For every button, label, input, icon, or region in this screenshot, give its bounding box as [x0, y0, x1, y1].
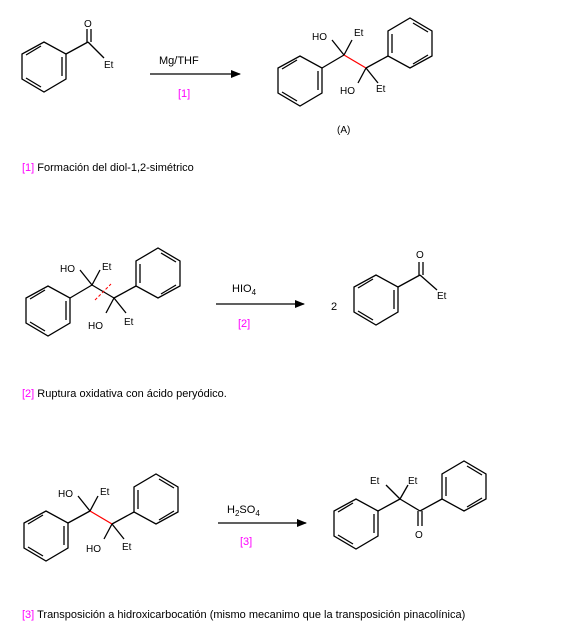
propiophenone-2: O Et	[353, 250, 447, 326]
benzene-ring	[21, 41, 67, 93]
ethyl-label: Et	[122, 542, 132, 553]
benzene-ring	[25, 285, 71, 337]
reaction-arrow-1: Mg/THF [1]	[150, 55, 241, 100]
caption-text: Transposición a hidroxicarbocatión (mism…	[34, 609, 466, 621]
carbonyl-oxygen-label: O	[416, 250, 424, 261]
benzene-ring	[387, 17, 433, 69]
hydroxyl-label: HO	[340, 86, 355, 97]
benzene-ring	[277, 55, 323, 107]
step-number-3: [3]	[240, 536, 252, 548]
benzene-ring	[135, 247, 181, 299]
diol-reactant-2: HO Et HO Et	[25, 247, 181, 337]
ethyl-label: Et	[100, 487, 110, 498]
caption-step-number: [3]	[22, 609, 35, 621]
reagent-mg-thf: Mg/THF	[159, 55, 199, 67]
caption-reaction-3: [3] Transposición a hidroxicarbocatión (…	[22, 609, 465, 621]
ethyl-label: Et	[370, 476, 380, 487]
reagent-hio4: HIO4	[232, 283, 257, 297]
diol-product-a: HO Et HO Et (A)	[277, 17, 433, 136]
ethyl-label: Et	[408, 476, 418, 487]
ethyl-label: Et	[437, 291, 447, 302]
hydroxyl-label: HO	[312, 32, 327, 43]
caption-reaction-2: [2] Ruptura oxidativa con ácido peryódic…	[22, 388, 227, 400]
reaction-arrow-2: HIO4 [2]	[216, 283, 305, 330]
product-label-a: (A)	[337, 125, 350, 136]
step-number-1: [1]	[178, 88, 190, 100]
ethyl-label: Et	[354, 28, 364, 39]
benzene-ring	[353, 274, 399, 326]
carbonyl-oxygen-label: O	[415, 530, 423, 541]
central-cc-bond	[343, 54, 367, 69]
reagent-h2so4: H2SO4	[227, 504, 260, 518]
hydroxyl-label: HO	[86, 544, 101, 555]
benzene-ring	[23, 510, 69, 562]
step-number-2: [2]	[238, 318, 250, 330]
caption-step-number: [2]	[22, 388, 35, 400]
hydroxyl-label: HO	[60, 264, 75, 275]
stoichiometric-coefficient: 2	[331, 301, 337, 313]
ethyl-label: Et	[376, 84, 386, 95]
benzene-ring	[441, 460, 487, 512]
propiophenone-1: O Et	[21, 19, 114, 93]
caption-step-number: [1]	[22, 162, 35, 174]
reaction-arrow-3: H2SO4 [3]	[218, 504, 307, 548]
cleavage-mark	[94, 283, 112, 301]
carbonyl-oxygen-label: O	[84, 19, 92, 30]
ethyl-label: Et	[124, 317, 134, 328]
ethyl-label: Et	[102, 262, 112, 273]
caption-text: Ruptura oxidativa con ácido peryódico.	[34, 388, 227, 400]
caption-text: Formación del diol-1,2-simétrico	[34, 162, 194, 174]
benzene-ring	[333, 498, 379, 550]
diol-reactant-3: HO Et HO Et	[23, 473, 179, 562]
ethyl-label: Et	[104, 60, 114, 71]
caption-reaction-1: [1] Formación del diol-1,2-simétrico	[22, 162, 194, 174]
hydroxyl-label: HO	[58, 489, 73, 500]
ketone-product: Et Et O	[333, 460, 487, 550]
benzene-ring	[133, 473, 179, 525]
migrating-bond	[89, 510, 113, 525]
hydroxyl-label: HO	[88, 321, 103, 332]
